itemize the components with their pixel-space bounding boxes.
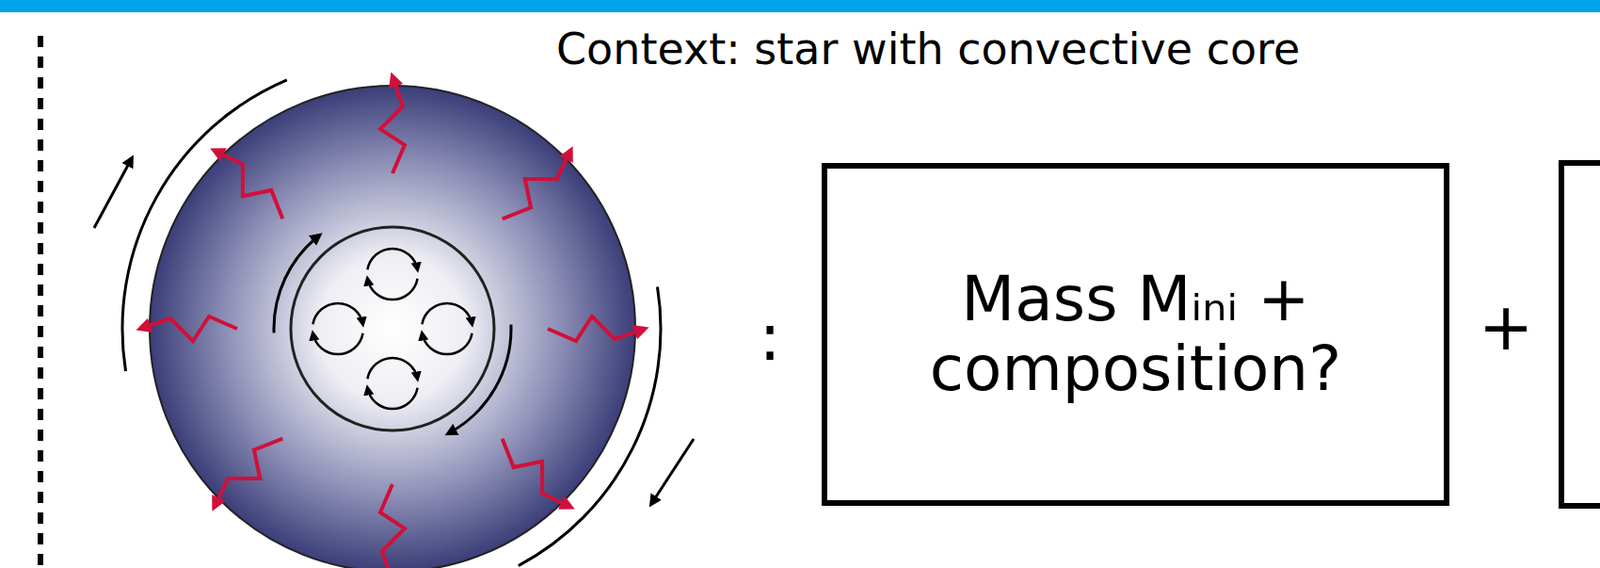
star-body bbox=[149, 85, 636, 568]
convection-cell bbox=[367, 278, 417, 300]
top-bar bbox=[0, 0, 1600, 13]
radiation-arrow bbox=[502, 149, 572, 219]
rotation-arrow bbox=[651, 438, 694, 504]
convection-cell bbox=[421, 303, 472, 324]
box-text: Mass Mᵢₙᵢ + composition? bbox=[881, 264, 1391, 404]
radiation-arrow bbox=[213, 438, 283, 508]
radiation-arrow bbox=[502, 438, 572, 508]
convection-cell bbox=[312, 303, 363, 324]
star bbox=[94, 76, 694, 568]
context-heading: Context: star with convective core bbox=[556, 25, 1300, 74]
rotation-arrow bbox=[94, 158, 132, 228]
convection-cell bbox=[367, 357, 417, 379]
radiation-arrow bbox=[547, 316, 645, 341]
cut-box bbox=[1561, 162, 1600, 506]
divider-line bbox=[37, 35, 44, 568]
plus-symbol: + bbox=[1478, 290, 1535, 364]
rotation-arc bbox=[122, 80, 288, 371]
convective-core bbox=[290, 226, 495, 431]
rotation-arc bbox=[518, 286, 661, 565]
convection-cell bbox=[367, 248, 417, 270]
core-rotation-arc bbox=[448, 324, 512, 434]
core-rotation-arc bbox=[273, 235, 320, 334]
radiation-arrow bbox=[213, 149, 283, 219]
process-box: Mass Mᵢₙᵢ + composition? bbox=[821, 162, 1450, 506]
radiation-arrow bbox=[380, 76, 405, 174]
radiation-arrow bbox=[380, 483, 405, 568]
radiation-arrow bbox=[140, 316, 238, 341]
convection-cell bbox=[367, 387, 417, 409]
convection-cell bbox=[421, 333, 472, 354]
colon-symbol: : bbox=[758, 301, 782, 374]
convection-cell bbox=[312, 333, 363, 354]
